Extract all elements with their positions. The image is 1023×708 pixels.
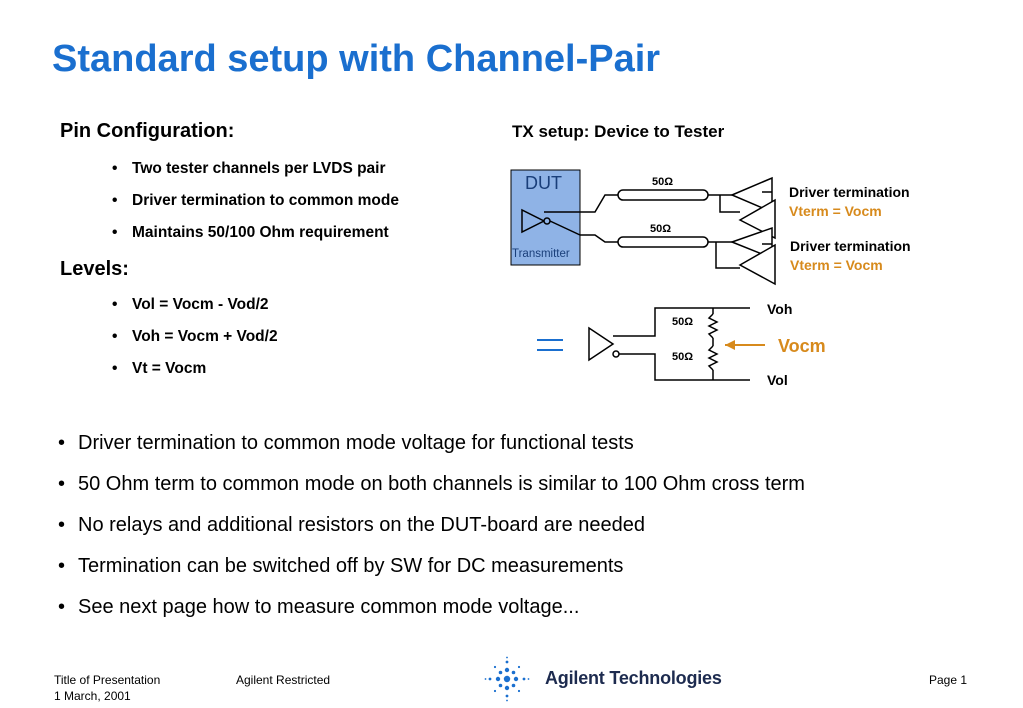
list-item: Maintains 50/100 Ohm requirement <box>112 224 389 242</box>
list-item: Vol = Vocm - Vod/2 <box>112 296 268 314</box>
driver-termination-label: Driver termination <box>790 238 911 254</box>
slide-title: Standard setup with Channel-Pair <box>52 38 661 80</box>
comparator-icon <box>730 176 773 214</box>
equivalent-circuit-diagram <box>588 307 765 381</box>
list-item: Two tester channels per LVDS pair <box>112 160 385 178</box>
levels-heading: Levels: <box>60 258 129 280</box>
tx-setup-diagram <box>510 169 776 286</box>
pin-config-heading: Pin Configuration: <box>60 120 235 142</box>
footer-page-number: Page 1 <box>929 673 968 687</box>
list-item: Driver termination to common mode voltag… <box>58 432 634 455</box>
list-item: Vt = Vocm <box>112 360 206 378</box>
vterm-label: Vterm = Vocm <box>790 257 883 273</box>
agilent-spark-logo-icon <box>484 656 530 702</box>
list-item: Driver termination to common mode <box>112 192 399 210</box>
vol-label: Vol <box>767 372 788 388</box>
resistor-icon <box>707 313 719 339</box>
list-item: See next page how to measure common mode… <box>58 596 579 619</box>
tx-setup-heading: TX setup: Device to Tester <box>512 122 725 141</box>
dut-driver-icon <box>521 208 546 234</box>
transmission-line-top <box>617 189 709 201</box>
comparator-icon <box>729 226 773 260</box>
resistor-label: 50Ω <box>672 316 694 328</box>
driver-termination-icon <box>738 198 776 240</box>
transmitter-label: Transmitter <box>512 248 570 260</box>
driver-icon <box>588 326 615 362</box>
footer-presentation-title: Title of Presentation <box>54 673 161 687</box>
company-name: Agilent Technologies <box>545 668 722 688</box>
driver-termination-icon <box>738 243 776 286</box>
dut-label: DUT <box>525 173 562 193</box>
list-item: No relays and additional resistors on th… <box>58 514 645 537</box>
footer-date: 1 March, 2001 <box>54 689 131 703</box>
transmission-line-bottom <box>617 236 709 248</box>
resistor-label: 50Ω <box>652 176 674 188</box>
equals-icon <box>537 339 563 351</box>
resistor-label: 50Ω <box>650 223 672 235</box>
vocm-label: Vocm <box>778 336 826 356</box>
footer-classification: Agilent Restricted <box>236 673 331 687</box>
vterm-label: Vterm = Vocm <box>789 203 882 219</box>
voh-label: Voh <box>767 301 793 317</box>
resistor-label: 50Ω <box>672 351 694 363</box>
driver-termination-label: Driver termination <box>789 184 910 200</box>
resistor-icon <box>707 345 719 371</box>
list-item: Voh = Vocm + Vod/2 <box>112 328 278 346</box>
list-item: 50 Ohm term to common mode on both chann… <box>58 473 805 496</box>
arrow-left-icon <box>725 340 735 350</box>
list-item: Termination can be switched off by SW fo… <box>58 555 623 578</box>
